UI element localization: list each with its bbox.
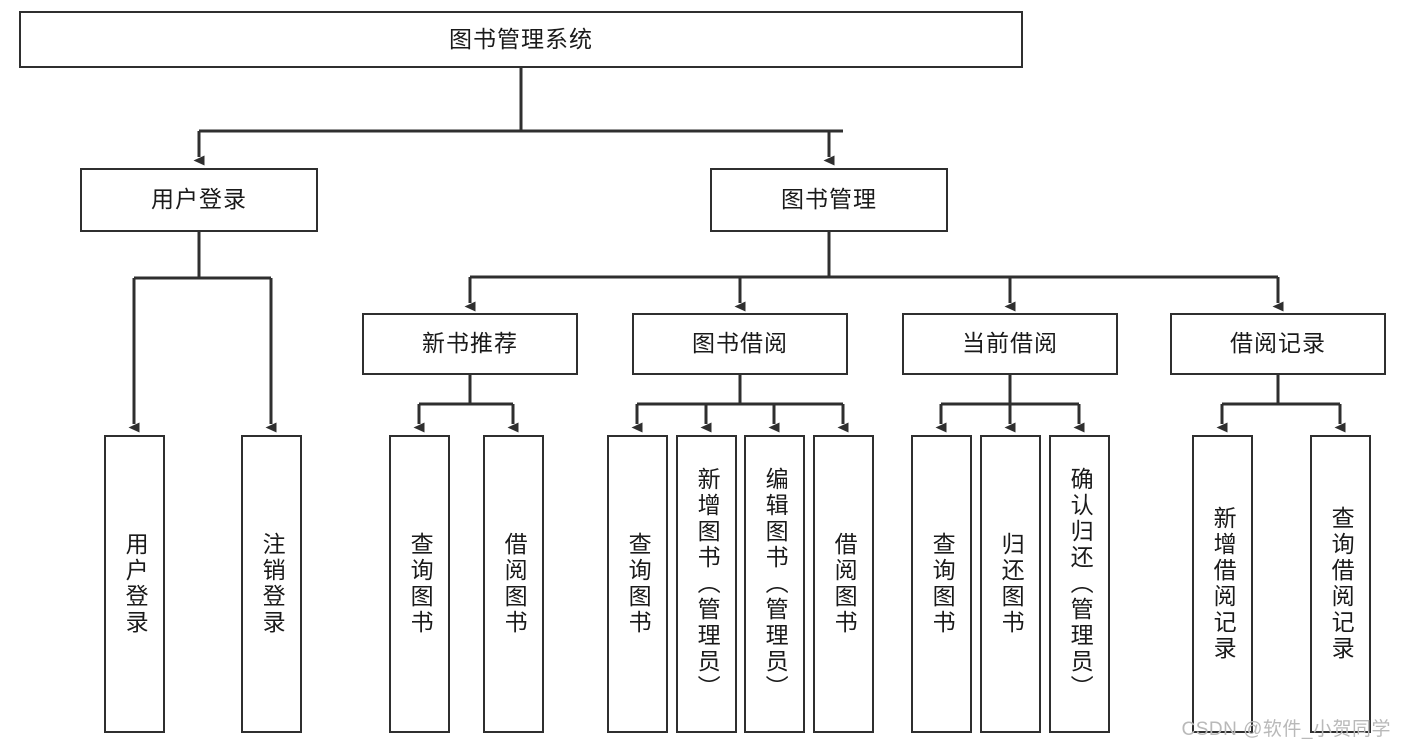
node-user-login[interactable]: 用户登录 xyxy=(80,168,318,232)
node-leaf-confirm-return[interactable]: 确认归还（管理员） xyxy=(1049,435,1110,733)
node-leaf-user-login-label: 用户登录 xyxy=(122,532,149,636)
node-user-login-label: 用户登录 xyxy=(151,186,247,213)
node-leaf-query-book-2-label: 查询图书 xyxy=(625,532,652,636)
node-leaf-confirm-return-label: 确认归还（管理员） xyxy=(1067,467,1094,701)
watermark: CSDN @软件_小贺同学 xyxy=(1181,719,1391,740)
node-leaf-query-book-3[interactable]: 查询图书 xyxy=(911,435,972,733)
node-leaf-user-logout[interactable]: 注销登录 xyxy=(241,435,302,733)
node-leaf-query-record[interactable]: 查询借阅记录 xyxy=(1310,435,1371,733)
node-current-borrow[interactable]: 当前借阅 xyxy=(902,313,1118,375)
node-leaf-query-book-2[interactable]: 查询图书 xyxy=(607,435,668,733)
node-root[interactable]: 图书管理系统 xyxy=(19,11,1023,68)
node-leaf-edit-book[interactable]: 编辑图书（管理员） xyxy=(744,435,805,733)
node-book-manage[interactable]: 图书管理 xyxy=(710,168,948,232)
node-leaf-edit-book-label: 编辑图书（管理员） xyxy=(762,467,789,701)
node-leaf-user-login[interactable]: 用户登录 xyxy=(104,435,165,733)
node-new-book-recommend[interactable]: 新书推荐 xyxy=(362,313,578,375)
node-book-borrow-label: 图书借阅 xyxy=(692,330,788,357)
node-leaf-return-book-label: 归还图书 xyxy=(998,532,1025,636)
node-leaf-add-book-label: 新增图书（管理员） xyxy=(694,467,721,701)
node-leaf-add-record[interactable]: 新增借阅记录 xyxy=(1192,435,1253,733)
node-new-book-recommend-label: 新书推荐 xyxy=(422,330,518,357)
node-leaf-query-book-3-label: 查询图书 xyxy=(929,532,956,636)
node-borrow-record[interactable]: 借阅记录 xyxy=(1170,313,1386,375)
node-leaf-borrow-book-2-label: 借阅图书 xyxy=(831,532,858,636)
node-leaf-borrow-book-1[interactable]: 借阅图书 xyxy=(483,435,544,733)
node-book-borrow[interactable]: 图书借阅 xyxy=(632,313,848,375)
node-root-label: 图书管理系统 xyxy=(449,25,593,52)
node-leaf-query-book-1-label: 查询图书 xyxy=(407,532,434,636)
node-leaf-add-book[interactable]: 新增图书（管理员） xyxy=(676,435,737,733)
node-leaf-query-book-1[interactable]: 查询图书 xyxy=(389,435,450,733)
node-leaf-add-record-label: 新增借阅记录 xyxy=(1210,506,1237,662)
node-leaf-user-logout-label: 注销登录 xyxy=(259,532,286,636)
node-leaf-borrow-book-1-label: 借阅图书 xyxy=(501,532,528,636)
node-leaf-return-book[interactable]: 归还图书 xyxy=(980,435,1041,733)
node-leaf-query-record-label: 查询借阅记录 xyxy=(1328,506,1355,662)
node-leaf-borrow-book-2[interactable]: 借阅图书 xyxy=(813,435,874,733)
node-borrow-record-label: 借阅记录 xyxy=(1230,330,1326,357)
node-book-manage-label: 图书管理 xyxy=(781,186,877,213)
node-current-borrow-label: 当前借阅 xyxy=(962,330,1058,357)
